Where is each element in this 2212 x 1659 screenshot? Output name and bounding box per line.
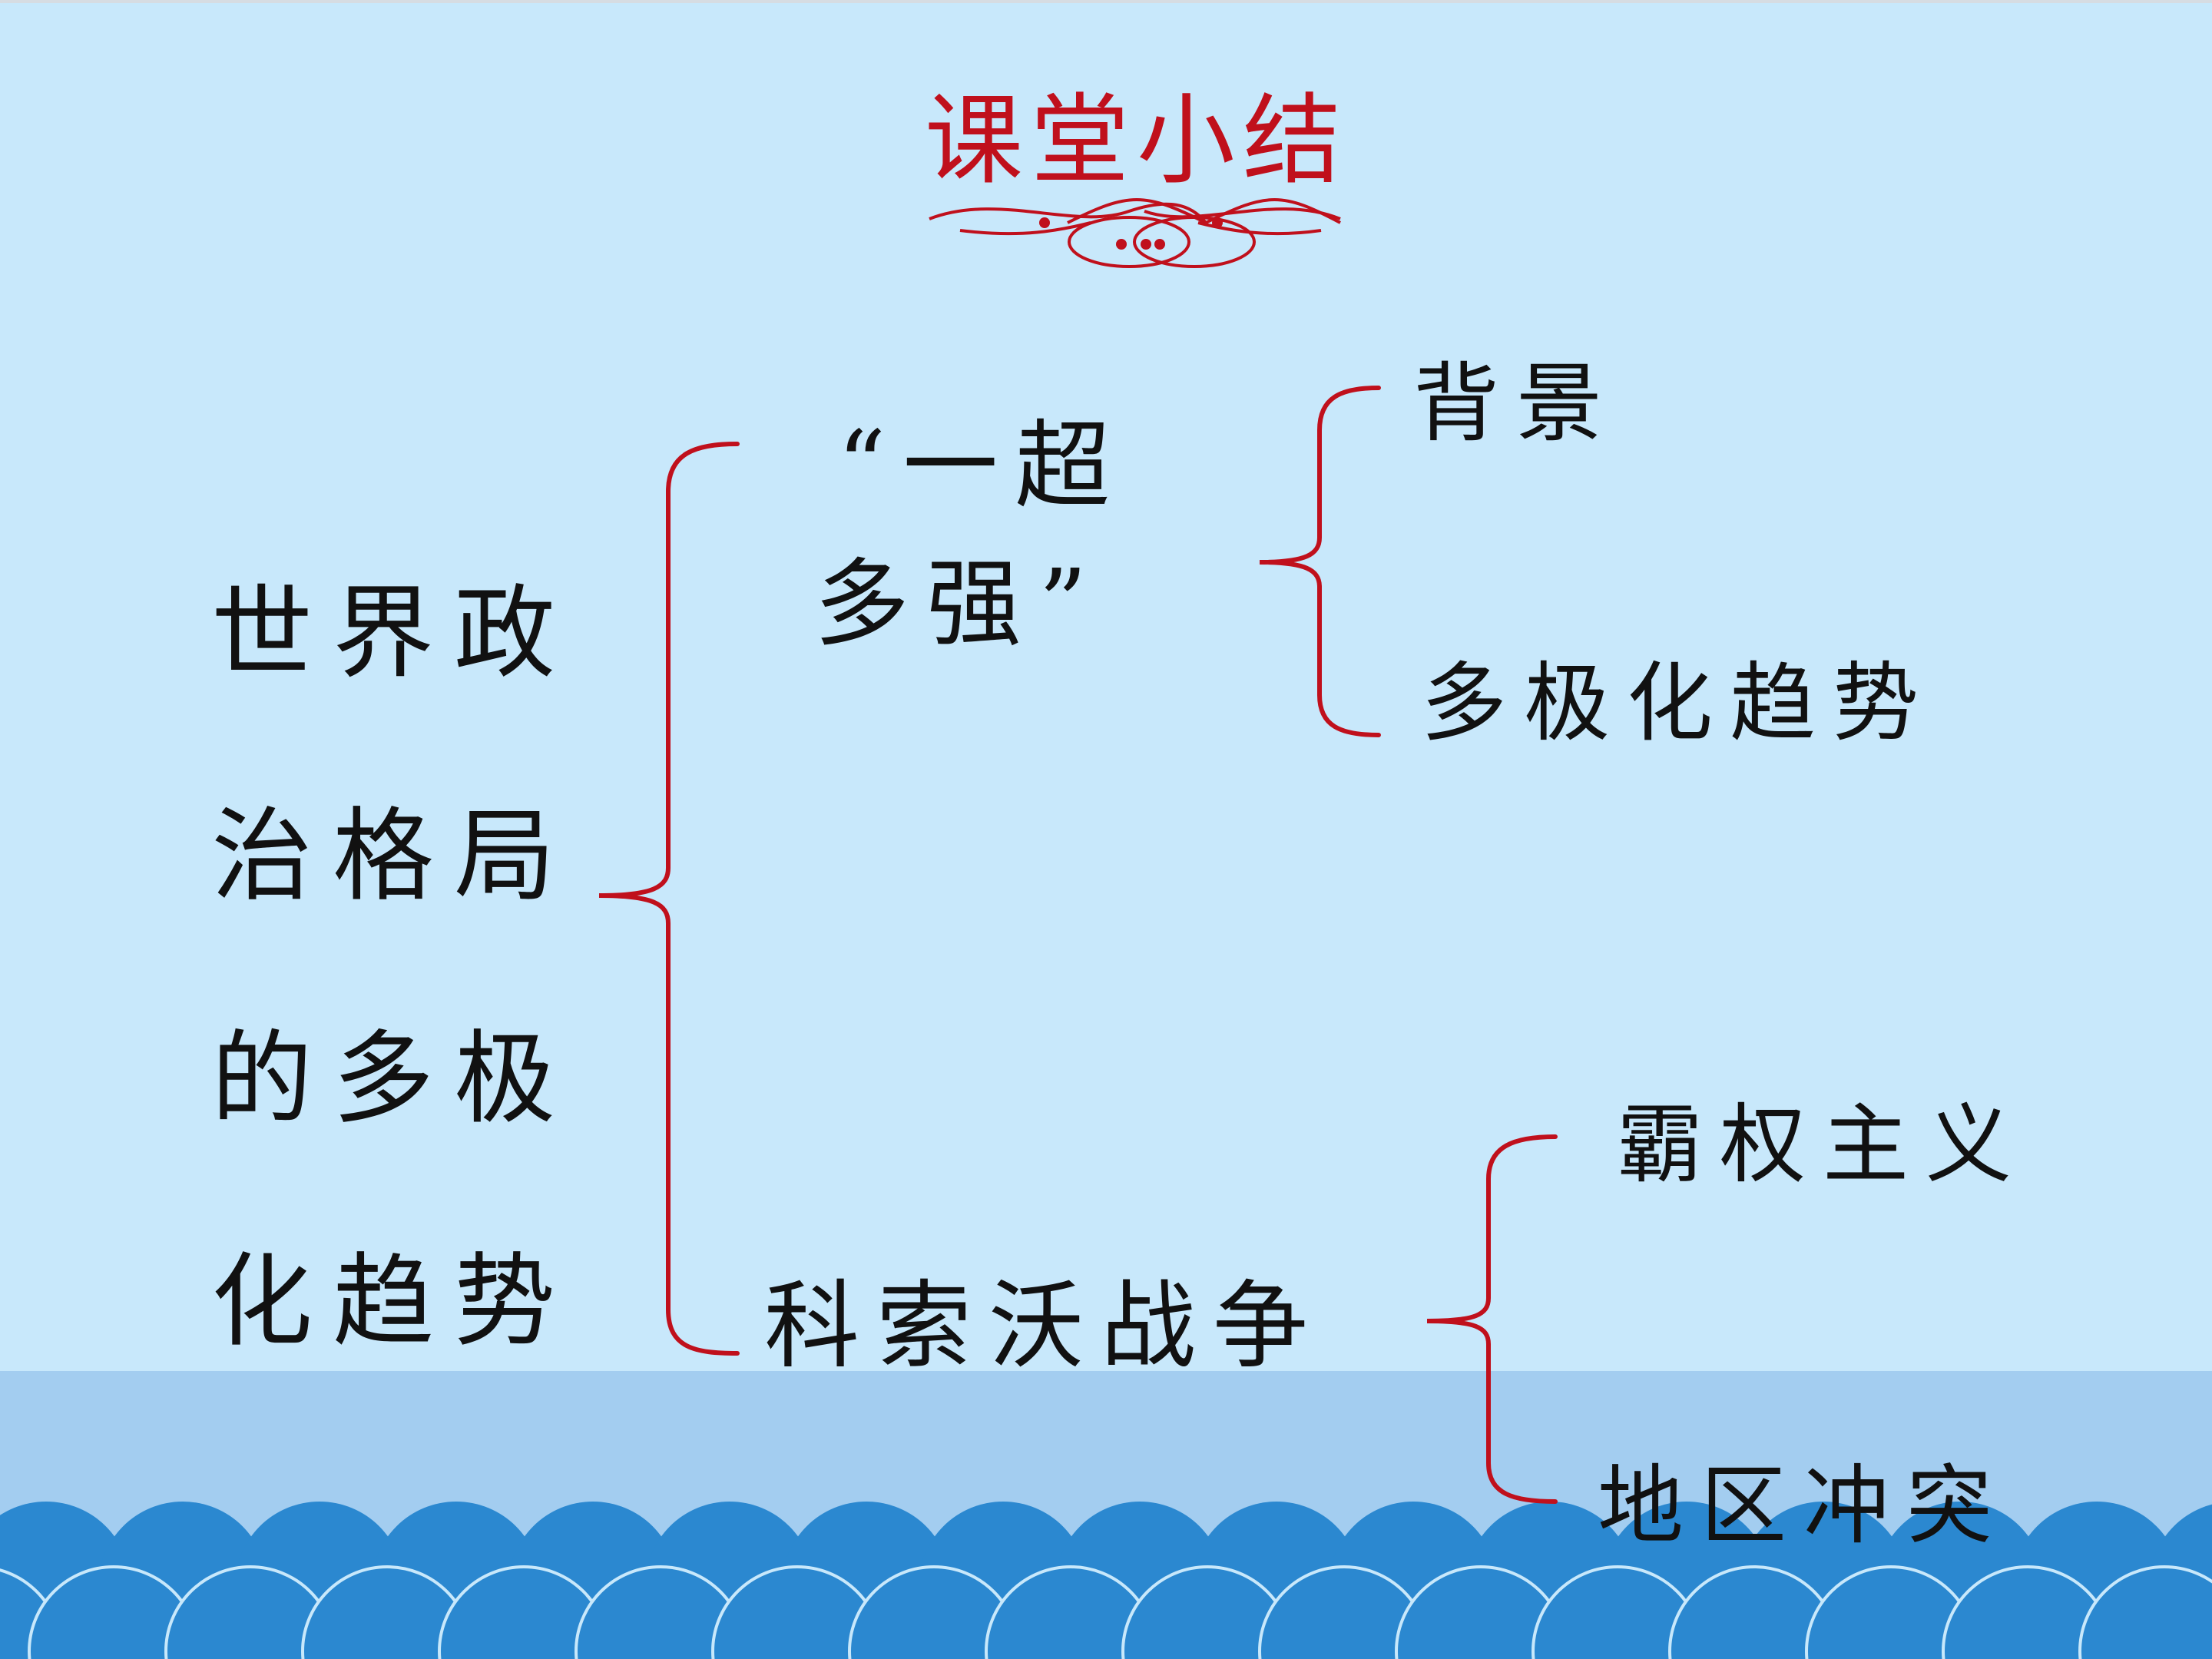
branch2-label: 科索沃战争 [764,1271,1326,1382]
root-line: 世界政 [211,575,575,693]
root-node: 世界政 治格局 的多极 化趋势 [211,522,611,1413]
wave-scallop [2078,1565,2212,1659]
branch1-child-multipolar: 多极化趋势 [1421,654,1936,753]
branch2-bracket [1426,1134,1558,1504]
branch1-child-background: 背景 [1413,354,1619,454]
root-line: 治格局 [211,797,575,916]
title-ornament-dots [1039,217,1223,250]
root-line: 化趋势 [211,1243,575,1361]
branch1-bracket [1259,386,1381,737]
page-title: 课堂小结 [924,84,1349,198]
top-border [0,0,2212,3]
branch1-label-line1: “一超 [837,411,1128,522]
root-bracket [598,442,740,1356]
branch2-child-hegemony: 霸权主义 [1617,1095,2028,1195]
root-line: 的多极 [211,1020,575,1138]
branch1-label-line2: 多强” [814,549,1104,660]
title-ornament [929,198,1341,268]
branch2-child-regional-conflict: 地区冲突 [1598,1456,2009,1556]
